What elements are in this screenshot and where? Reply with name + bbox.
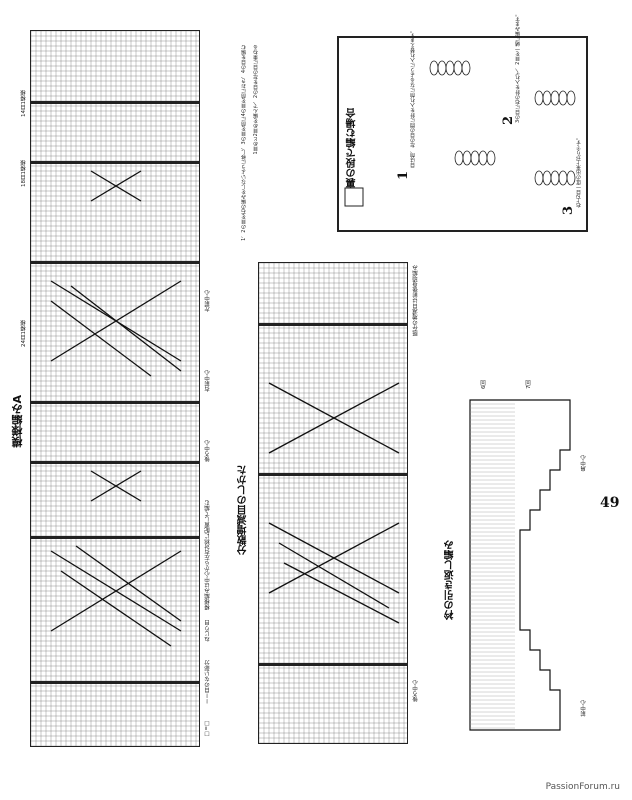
chart-b-title: 分散増減目のしかた: [238, 465, 249, 555]
note-1: 1、2の目を右の編みをしないように移し、3の目を前に4の目を前におき、4の目を編…: [241, 45, 247, 241]
chart-a-rep-18: 18目1模様: [21, 160, 27, 187]
chart-a-rep-14: 14目1模様: [21, 90, 27, 117]
note-2: 1目めと2目めを編んで、2の目を左の目に重ねる: [253, 45, 259, 155]
instruction-inset: 裏の段で編む場合 1 目は前、左の目の間に針を入れ前になるように入れ替えます。 …: [337, 12, 588, 232]
chart-b-center-label: 後ろ中心: [413, 680, 419, 702]
page-number: 49: [600, 495, 620, 511]
chart-a-note: 模様編みは中心から左右対称に配置して編む: [205, 500, 211, 610]
chart-a-rep-24: 24目1模様: [21, 320, 27, 347]
chart-b-top-label: 既存の増減目は前後身頃編み: [413, 265, 419, 337]
chart-a-legend-3: ねじり目: [205, 620, 211, 642]
chart-a-back-center: 後ろ中心: [205, 440, 211, 462]
chart-a-legend-2: ーー目のない部分: [205, 660, 211, 704]
chart-c-shoulder: 肩中心: [581, 455, 587, 472]
chart-a-left-center: 左前中心: [205, 290, 211, 312]
chart-a-title: 模様編みA: [11, 395, 24, 448]
chart-c-front: 前中心: [581, 700, 587, 717]
chart-b-grid: [258, 262, 408, 744]
inset-illustration: [344, 60, 576, 207]
chart-a-svg: [31, 31, 199, 746]
chart-c-count-top: 6回: [481, 380, 487, 389]
chart-c-count-right: 7回: [526, 380, 532, 389]
chart-c-area: [460, 390, 580, 750]
chart-c-title: 衿の引き返し編み: [445, 540, 456, 620]
chart-b-svg: [259, 263, 407, 743]
watermark: PassionForum.ru: [545, 782, 620, 792]
chart-a-right-center: 右前中心: [205, 370, 211, 392]
chart-a-grid: [30, 30, 200, 747]
chart-a-legend-1: □=□: [204, 720, 210, 737]
chart-c-svg: [469, 399, 571, 731]
